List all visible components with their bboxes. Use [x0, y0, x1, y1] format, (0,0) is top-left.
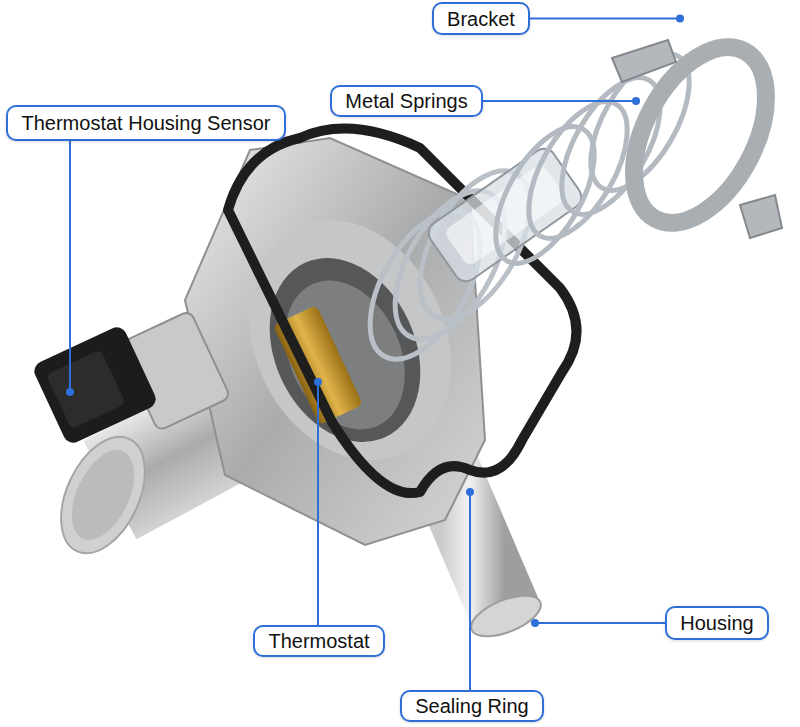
glass-cylinder: [424, 144, 586, 286]
leader-line: [530, 18, 680, 20]
bracket-ring: [607, 25, 793, 244]
part-label: Metal Springs: [345, 90, 467, 112]
label-box: Bracket: [432, 2, 530, 35]
leader-dot: [632, 97, 640, 105]
part-label: Thermostat Housing Sensor: [21, 112, 270, 134]
sensor-connector: [31, 324, 159, 446]
leader-line: [535, 622, 665, 624]
leader-line: [69, 141, 71, 392]
housing-opening: [262, 261, 428, 449]
pipe-end: [466, 587, 547, 644]
sensor-connector: [46, 349, 126, 429]
bracket-tab: [612, 40, 676, 82]
label-box: Metal Springs: [330, 85, 483, 117]
leader-line: [483, 100, 636, 102]
label-box: Thermostat: [253, 625, 385, 657]
sealing-ring: [228, 129, 577, 494]
part-label: Housing: [680, 612, 753, 634]
pipe-end: [44, 424, 162, 567]
leader-dot: [531, 619, 539, 627]
label-box: Thermostat Housing Sensor: [6, 105, 286, 141]
leader-dot: [314, 378, 322, 386]
label-box: Sealing Ring: [400, 690, 544, 722]
part-label: Bracket: [447, 8, 515, 30]
part-label: Sealing Ring: [415, 695, 528, 717]
label-box: Housing: [665, 606, 769, 640]
leader-dot: [676, 15, 684, 23]
leader-line: [469, 492, 471, 690]
bracket-tab: [740, 195, 782, 238]
part-label: Thermostat: [268, 630, 369, 652]
pipe-bore: [59, 441, 147, 550]
leader-dot: [466, 488, 474, 496]
glass-cylinder: [443, 163, 567, 268]
leader-line: [317, 382, 319, 625]
leader-dot: [66, 388, 74, 396]
